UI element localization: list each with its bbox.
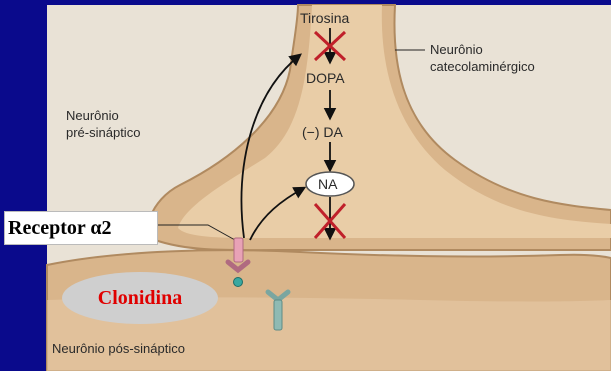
label-neuron-catecol-2: catecolaminérgico (430, 59, 535, 75)
drug-label: Clonidina (62, 272, 218, 324)
label-neuron-catecol-1: Neurônio (430, 42, 483, 58)
label-tirosina: Tirosina (300, 10, 349, 26)
label-na: NA (318, 176, 337, 192)
label-da: (−) DA (302, 124, 343, 140)
receptor-callout: Receptor α2 (4, 211, 158, 245)
agonist-dot-icon (234, 278, 243, 287)
label-dopa: DOPA (306, 70, 345, 86)
label-neuron-pos: Neurônio pós-sináptico (52, 341, 185, 357)
label-neuron-pre-2: pré-sináptico (66, 125, 140, 141)
label-neuron-pre-1: Neurônio (66, 108, 119, 124)
